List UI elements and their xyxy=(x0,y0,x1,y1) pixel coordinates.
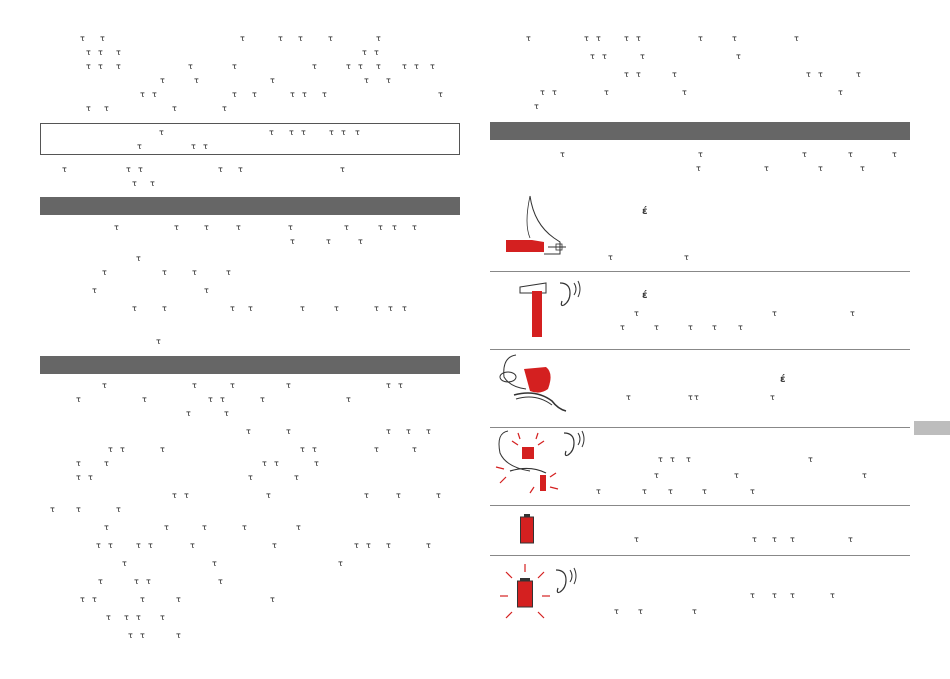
accent-mark: έ xyxy=(642,290,648,301)
charging-error-icon xyxy=(490,429,586,497)
section-header-bar xyxy=(490,122,910,140)
accent-mark: έ xyxy=(780,374,786,385)
row-divider xyxy=(490,271,910,272)
row-divider xyxy=(490,427,910,428)
battery-red-icon xyxy=(520,514,534,544)
hair-dryer-plug-icon xyxy=(504,194,570,260)
battery-flashing-icon xyxy=(498,564,578,620)
accent-mark: έ xyxy=(642,206,648,217)
hair-dryer-ear-icon xyxy=(518,279,582,341)
section-header-bar xyxy=(40,356,460,374)
row-divider xyxy=(490,349,910,350)
section-side-tab xyxy=(914,421,950,435)
row-divider xyxy=(490,505,910,506)
hand-charging-icon xyxy=(496,353,572,419)
row-divider xyxy=(490,555,910,556)
section-header-bar xyxy=(40,197,460,215)
